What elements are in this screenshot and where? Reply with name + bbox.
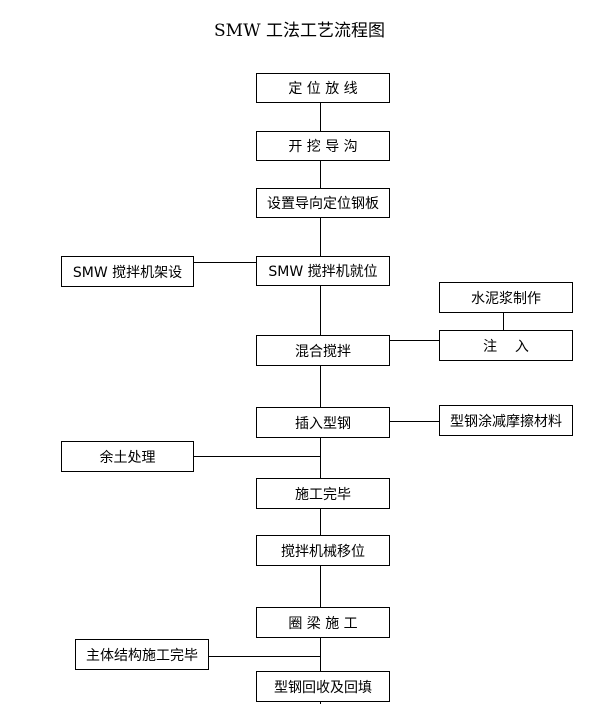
connector-slurry-injection	[503, 312, 504, 340]
step-construction-complete: 施工完毕	[256, 478, 390, 509]
diagram-title: SMW 工法工艺流程图	[214, 21, 385, 41]
side-main-structure-complete: 主体结构施工完毕	[75, 639, 209, 670]
step-steel-recovery-backfill: 型钢回收及回填	[256, 671, 390, 702]
step-mixing: 混合搅拌	[256, 335, 390, 366]
step-excavate-guide-trench: 开 挖 导 沟	[256, 131, 390, 161]
connector-spoil	[193, 456, 321, 457]
step-rig-relocation: 搅拌机械移位	[256, 535, 390, 566]
step-guide-steel-plate: 设置导向定位钢板	[256, 188, 390, 218]
connector-antifriction	[390, 421, 440, 422]
side-cement-slurry: 水泥浆制作	[439, 282, 573, 313]
step-ring-beam: 圈 梁 施 工	[256, 607, 390, 638]
connector-injection	[390, 340, 440, 341]
main-flow-line	[320, 76, 321, 704]
step-layout-positioning: 定 位 放 线	[256, 73, 390, 103]
connector-main-structure	[208, 656, 321, 657]
side-antifriction-coating: 型钢涂减摩擦材料	[439, 405, 573, 436]
step-insert-steel: 插入型钢	[256, 407, 390, 438]
side-injection: 注 入	[439, 330, 573, 361]
side-rig-setup: SMW 搅拌机架设	[61, 256, 194, 287]
step-rig-in-position: SMW 搅拌机就位	[256, 256, 390, 286]
side-spoil-disposal: 余土处理	[61, 441, 194, 472]
